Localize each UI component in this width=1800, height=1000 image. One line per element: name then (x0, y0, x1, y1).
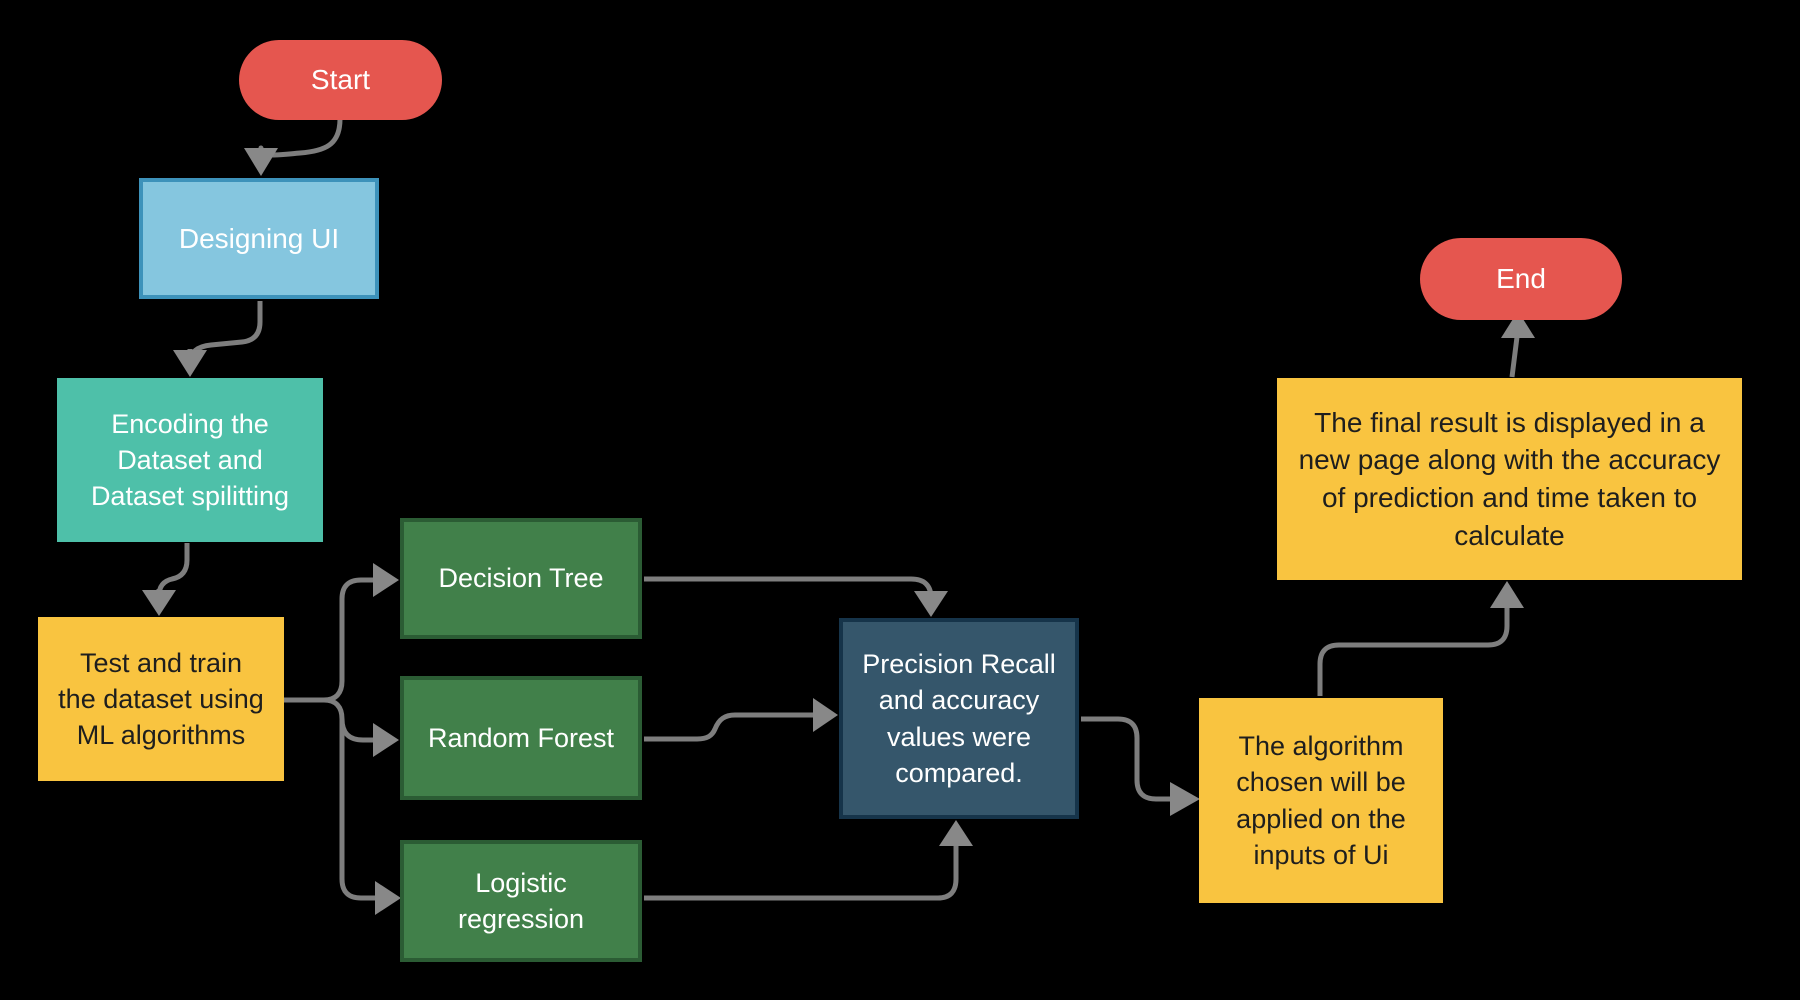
start-label: Start (310, 64, 371, 96)
algorithm-applied-label: The algorithm chosen will be applied on … (1236, 731, 1406, 870)
edge-encoding-testtrain (156, 543, 190, 599)
arrowhead-right-randomforest (373, 723, 399, 757)
test-train-node: Test and train the dataset using ML algo… (38, 617, 284, 781)
random-forest-node: Random Forest (400, 676, 642, 800)
edge-testtrain-logistic (339, 719, 376, 901)
end-label: End (1496, 263, 1546, 295)
edge-designing-encoding (187, 301, 263, 365)
start-node: Start (239, 40, 442, 120)
logistic-regression-label: Logistic regression (457, 867, 585, 934)
edge-precision-algorithm (1081, 716, 1176, 802)
edge-algorithm-final (1317, 607, 1510, 696)
arrowhead-down-encoding (173, 350, 207, 377)
test-train-label: Test and train the dataset using ML algo… (58, 647, 264, 751)
arrowhead-right-logistic (375, 881, 401, 915)
designing-ui-node: Designing UI (139, 178, 379, 299)
encoding-dataset-node: Encoding the Dataset and Dataset spilitt… (57, 378, 323, 542)
precision-compare-node: Precision Recall and accuracy values wer… (839, 618, 1079, 819)
edge-testtrain-randomforest (323, 697, 374, 743)
arrowhead-down-designing (244, 148, 278, 176)
edge-start-designing (258, 118, 343, 158)
edge-testtrain-decisiontree (323, 577, 374, 703)
designing-ui-label: Designing UI (178, 222, 340, 254)
arrowhead-right-algorithm (1170, 782, 1200, 816)
decision-tree-label: Decision Tree (438, 563, 604, 594)
arrowhead-up-precision-bottom (939, 820, 973, 846)
final-result-label: The final result is displayed in a new p… (1298, 406, 1721, 551)
edge-final-end (1509, 336, 1520, 378)
end-node: End (1420, 238, 1622, 320)
edge-randomforest-precision (644, 712, 814, 742)
precision-compare-label: Precision Recall and accuracy values wer… (862, 649, 1056, 788)
algorithm-applied-node: The algorithm chosen will be applied on … (1199, 698, 1443, 903)
edge-decisiontree-precision (644, 576, 934, 601)
arrowhead-right-precision-left (813, 698, 838, 732)
arrowhead-up-final (1490, 581, 1524, 608)
logistic-regression-node: Logistic regression (400, 840, 642, 962)
random-forest-label: Random Forest (427, 722, 615, 753)
final-result-node: The final result is displayed in a new p… (1277, 378, 1742, 580)
arrowhead-down-testtrain (142, 590, 176, 616)
decision-tree-node: Decision Tree (400, 518, 642, 639)
arrowhead-right-decisiontree (373, 563, 399, 597)
arrowhead-down-precision-top (914, 591, 948, 617)
encoding-dataset-label: Encoding the Dataset and Dataset spilitt… (90, 408, 290, 512)
edge-logistic-precision (644, 845, 959, 901)
